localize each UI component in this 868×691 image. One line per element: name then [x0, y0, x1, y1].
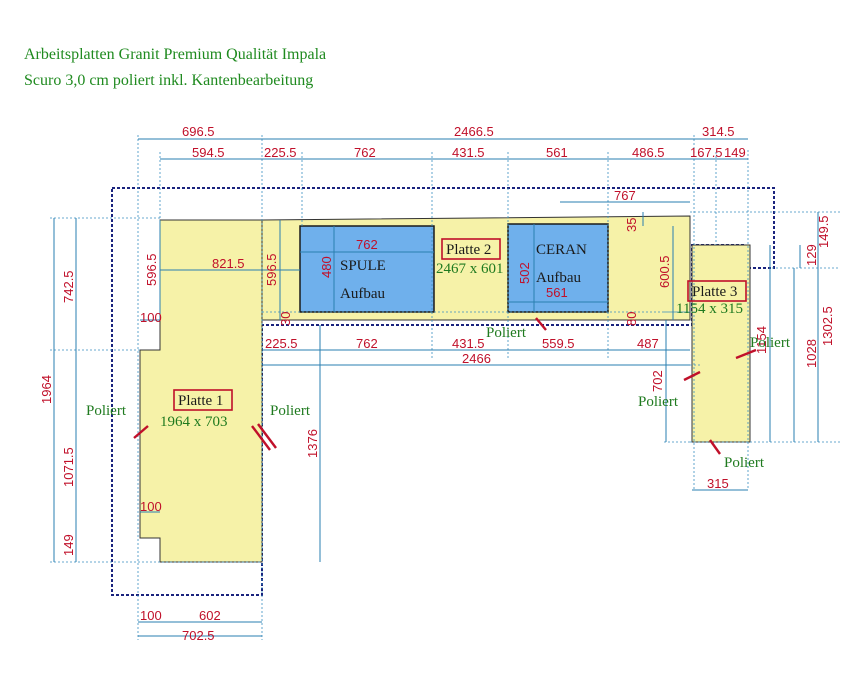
dim-top-696: 696.5: [182, 124, 215, 139]
dim-right-1028: 1028: [804, 339, 819, 368]
platte-2-label: Platte 2: [446, 242, 491, 258]
platte-1-slab: [139, 219, 263, 563]
poliert-label-front: Poliert: [486, 325, 527, 341]
dim-mid-762: 762: [356, 336, 378, 351]
dim-762-inner: 762: [356, 237, 378, 252]
dim-top-2466: 2466.5: [454, 124, 494, 139]
dim-bottom-602: 602: [199, 608, 221, 623]
dim-mid-2466: 2466: [462, 351, 491, 366]
dim-row2-431: 431.5: [452, 145, 485, 160]
sink-cutout: [299, 225, 435, 313]
dim-mid-431: 431.5: [452, 336, 485, 351]
dim-mid-487: 487: [637, 336, 659, 351]
sink-label-1: SPULE: [340, 258, 386, 274]
dim-left-1071: 1071.5: [61, 447, 76, 487]
platte-1-size: 1964 x 703: [160, 414, 228, 430]
plan-title-line-2: Scuro 3,0 cm poliert inkl. Kantenbearbei…: [24, 72, 313, 89]
poliert-label-p3-right: Poliert: [750, 335, 791, 351]
dim-596-left: 596.5: [144, 253, 159, 286]
dim-mid-225: 225.5: [265, 336, 298, 351]
platte-1-label: Platte 1: [178, 393, 223, 409]
dim-left-149: 149: [61, 534, 76, 556]
dim-702: 702: [650, 370, 665, 392]
dim-right-1302: 1302.5: [820, 306, 835, 346]
dim-480: 480: [319, 256, 334, 278]
dim-30: 30: [278, 312, 293, 326]
dim-502: 502: [517, 262, 532, 284]
polished-edge-marks: [133, 317, 757, 455]
dim-561-inner: 561: [546, 285, 568, 300]
dim-mid-559: 559.5: [542, 336, 575, 351]
dim-row2-167: 167.5: [690, 145, 723, 160]
poliert-label-p3-left: Poliert: [638, 394, 679, 410]
dim-row2-561: 561: [546, 145, 568, 160]
dim-1376: 1376: [305, 429, 320, 458]
dim-row2-594: 594.5: [192, 145, 225, 160]
dim-right-1154: 1154: [754, 326, 769, 354]
platte-3-label: Platte 3: [692, 284, 737, 300]
dim-100-lower: 100: [140, 499, 162, 514]
plan-title-line-1: Arbeitsplatten Granit Premium Qualität I…: [24, 46, 326, 63]
sink-label-2: Aufbau: [340, 286, 385, 302]
dim-bottom-100: 100: [140, 608, 162, 623]
dim-821: 821.5: [212, 256, 245, 271]
dim-row2-486: 486.5: [632, 145, 665, 160]
dim-600: 600.5: [657, 255, 672, 288]
poliert-label-mid: Poliert: [270, 403, 311, 419]
poliert-label-left: Poliert: [86, 403, 127, 419]
dim-35: 35: [624, 218, 639, 232]
platte-3-slab: [691, 244, 751, 443]
dim-right-149: 149.5: [816, 215, 831, 248]
poliert-label-p3-bottom: Poliert: [724, 455, 765, 471]
dim-80: 80: [624, 312, 639, 326]
dim-top-314: 314.5: [702, 124, 735, 139]
dim-right-129: 129: [804, 244, 819, 266]
dim-row2-225: 225.5: [264, 145, 297, 160]
hob-label-2: Aufbau: [536, 270, 581, 286]
dim-100-upper: 100: [140, 310, 162, 325]
platte-3-size: 1154 x 315: [676, 301, 743, 317]
dim-row2-762: 762: [354, 145, 376, 160]
dim-left-1964: 1964: [39, 375, 54, 404]
dim-596-right: 596.5: [264, 253, 279, 286]
dim-bottom-315: 315: [707, 476, 729, 491]
dim-row2-149: 149: [724, 145, 746, 160]
platte-2-size: 2467 x 601: [436, 261, 504, 277]
dim-767: 767: [614, 188, 636, 203]
hob-label-1: CERAN: [536, 242, 587, 258]
dim-left-742: 742.5: [61, 270, 76, 303]
dim-bottom-702: 702.5: [182, 628, 215, 643]
